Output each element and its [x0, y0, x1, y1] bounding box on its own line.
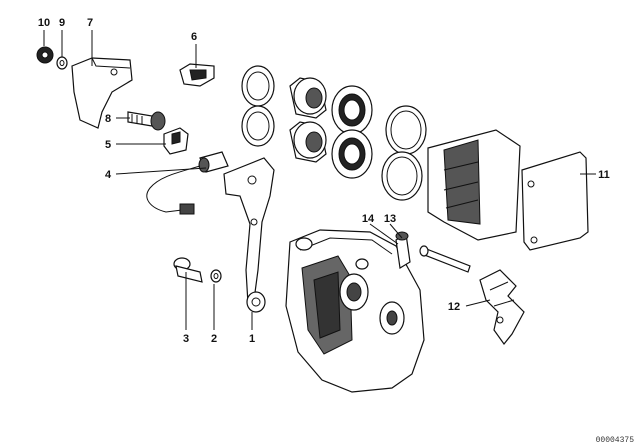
part-dust-covers [331, 85, 373, 179]
part-caliper-housing [285, 229, 425, 393]
part-clip [179, 63, 215, 87]
callout-10: 10 [38, 17, 50, 29]
callout-9: 9 [59, 17, 65, 29]
part-bolt [127, 111, 166, 131]
part-bleeder-screw [395, 231, 411, 269]
part-brake-pad-outer [521, 151, 589, 251]
part-washer-small [56, 56, 68, 70]
callout-13: 13 [384, 213, 396, 225]
callout-7: 7 [87, 17, 93, 29]
callout-4: 4 [105, 169, 112, 181]
part-brake-pad-inner [427, 129, 521, 241]
part-wear-sensor [146, 151, 229, 215]
callout-5: 5 [105, 139, 111, 151]
callout-1: 1 [249, 333, 255, 345]
part-pistons [289, 77, 327, 163]
callout-3: 3 [183, 333, 189, 345]
part-retaining-rings [381, 105, 427, 201]
callout-6: 6 [191, 31, 197, 43]
part-washer-large [246, 291, 266, 313]
callout-12: 12 [448, 301, 460, 313]
document-id: 00004375 [596, 436, 635, 445]
part-spring-clip [479, 269, 525, 345]
part-guide-pin [419, 245, 471, 273]
callout-2: 2 [211, 333, 217, 345]
callout-8: 8 [105, 113, 111, 125]
leader-lines [43, 30, 596, 330]
part-mounting-bolt [173, 257, 203, 283]
callout-11: 11 [598, 169, 610, 181]
callout-14: 14 [362, 213, 375, 225]
part-nut [36, 46, 54, 64]
part-lock-washer [210, 269, 222, 283]
part-seal-rings [241, 65, 275, 147]
part-bracket-plate [71, 57, 133, 129]
part-caliper-bracket [223, 157, 275, 306]
part-sensor-clip [163, 127, 189, 155]
